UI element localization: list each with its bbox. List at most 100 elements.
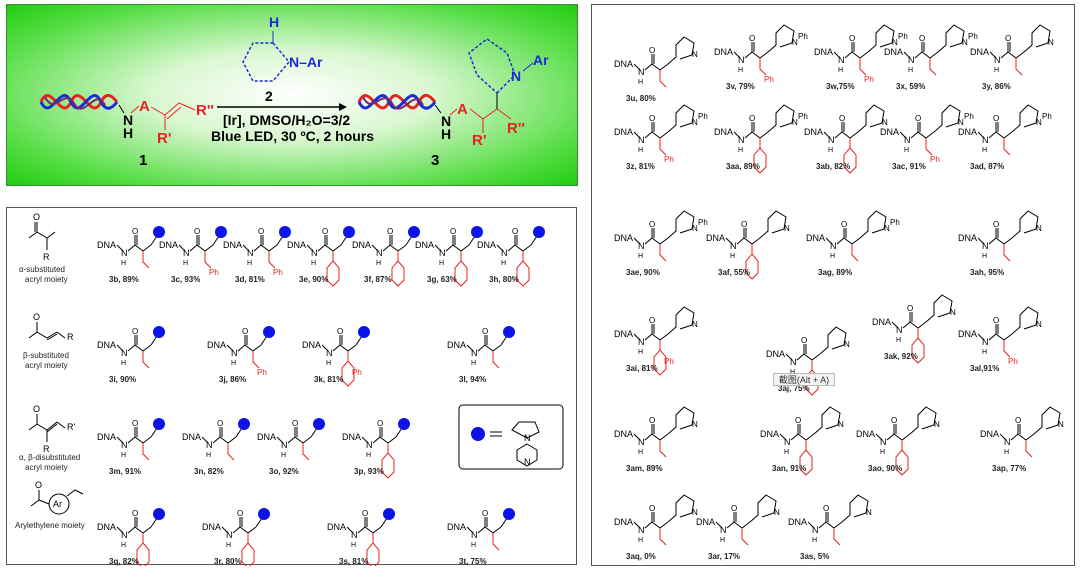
dna-label: DNA [614,233,633,243]
dna-label: DNA [447,340,466,350]
sm-r2-label: R'' [196,102,214,119]
o-label: O [919,34,925,43]
dna-label: DNA [872,317,891,327]
nh-label: N [790,357,797,367]
h-label: H [471,542,476,549]
compound-yield-label: 3y, 86% [982,82,1011,91]
h-label: H [501,260,506,267]
n-label: N [774,508,780,517]
dna-label: DNA [880,127,899,137]
o-label: O [337,327,343,336]
dna-label: DNA [884,47,903,57]
nh-label: N [638,337,645,347]
h-label: H [880,449,885,456]
o-label: O [482,327,488,336]
nh-label: N [638,241,645,251]
r1-label: R' [67,422,75,432]
compound-yield-label: 3ac, 91% [892,162,926,171]
nh-label: N [351,530,358,540]
o-label: O [33,312,40,322]
row-header-arylethylene: O Ar Arylethylene moiety [15,480,85,530]
ph-label: Ph [257,368,267,377]
n-label: N [1036,320,1042,329]
nh-label: N [501,248,508,258]
ph-label: Ph [764,75,774,84]
compound-yield-label: 3i, 90% [109,375,136,384]
dna-label: DNA [714,47,733,57]
n-label: N [950,308,956,317]
n-label: N [692,224,698,233]
dna-label: DNA [207,340,226,350]
o-label: O [194,227,200,236]
o-label: O [33,404,40,414]
conditions-line-2: Blue LED, 30 ºC, 2 hours [211,128,374,144]
nh-label: N [1004,437,1011,447]
blue-dot-icon [153,418,165,430]
row-caption: β-substituted [23,351,69,360]
product-compound-number: 3 [431,152,439,169]
nh-label: N [638,525,645,535]
sm-r1-label: R' [157,130,171,147]
ph-label: Ph [890,218,900,227]
acceptor-scope-panel: O R α-substituted acryl moiety O R β-sub… [6,207,577,569]
o-label: O [891,416,897,425]
nh-label: N [904,135,911,145]
dna-label: DNA [97,432,116,442]
n-label: N [692,320,698,329]
o-label: O [649,114,655,123]
blue-dot-icon [471,427,485,441]
sm-n-label: N [123,112,133,128]
h-label: H [908,67,913,74]
dna-label: DNA [958,329,977,339]
compound-yield-label: 3aj, 75% [778,384,810,393]
o-label: O [993,114,999,123]
row-header-alpha-beta: O R' R α, β-disubstituted acryl moiety [19,404,80,472]
ph-label: Ph [930,155,940,164]
h-label: H [720,537,725,544]
compound-yield-label: 3k, 81% [314,375,343,384]
ph-label: Ph [698,112,708,121]
h-label: H [738,147,743,154]
o-label: O [795,416,801,425]
compound-yield-label: 3c, 93% [171,275,200,284]
h-label: H [638,349,643,356]
compound-yield-label: 3f, 87% [364,275,392,284]
nh-label: N [206,440,213,450]
h-label: H [896,337,901,344]
n-label: N [958,118,964,127]
dna-label: DNA [97,240,116,250]
n-label: N [524,433,531,443]
dna-label: DNA [97,340,116,350]
compound-yield-label: 3t, 75% [459,557,487,566]
dna-label: DNA [806,233,825,243]
blue-dot-icon [503,508,515,520]
o-label: O [839,114,845,123]
nh-label: N [638,437,645,447]
n-label: N [1036,224,1042,233]
compound-yield-label: 3v, 79% [726,82,755,91]
o-label: O [35,480,42,490]
o-label: O [132,227,138,236]
h-label: H [638,147,643,154]
compound-yield-label: 3u, 80% [626,94,656,103]
nh-label: N [738,135,745,145]
dna-label: DNA [980,429,999,439]
o-label: O [749,114,755,123]
h-label: H [730,253,735,260]
dna-label: DNA [327,522,346,532]
compound-yield-label: 3ah, 95% [970,268,1004,277]
blue-dot-icon [343,226,355,238]
